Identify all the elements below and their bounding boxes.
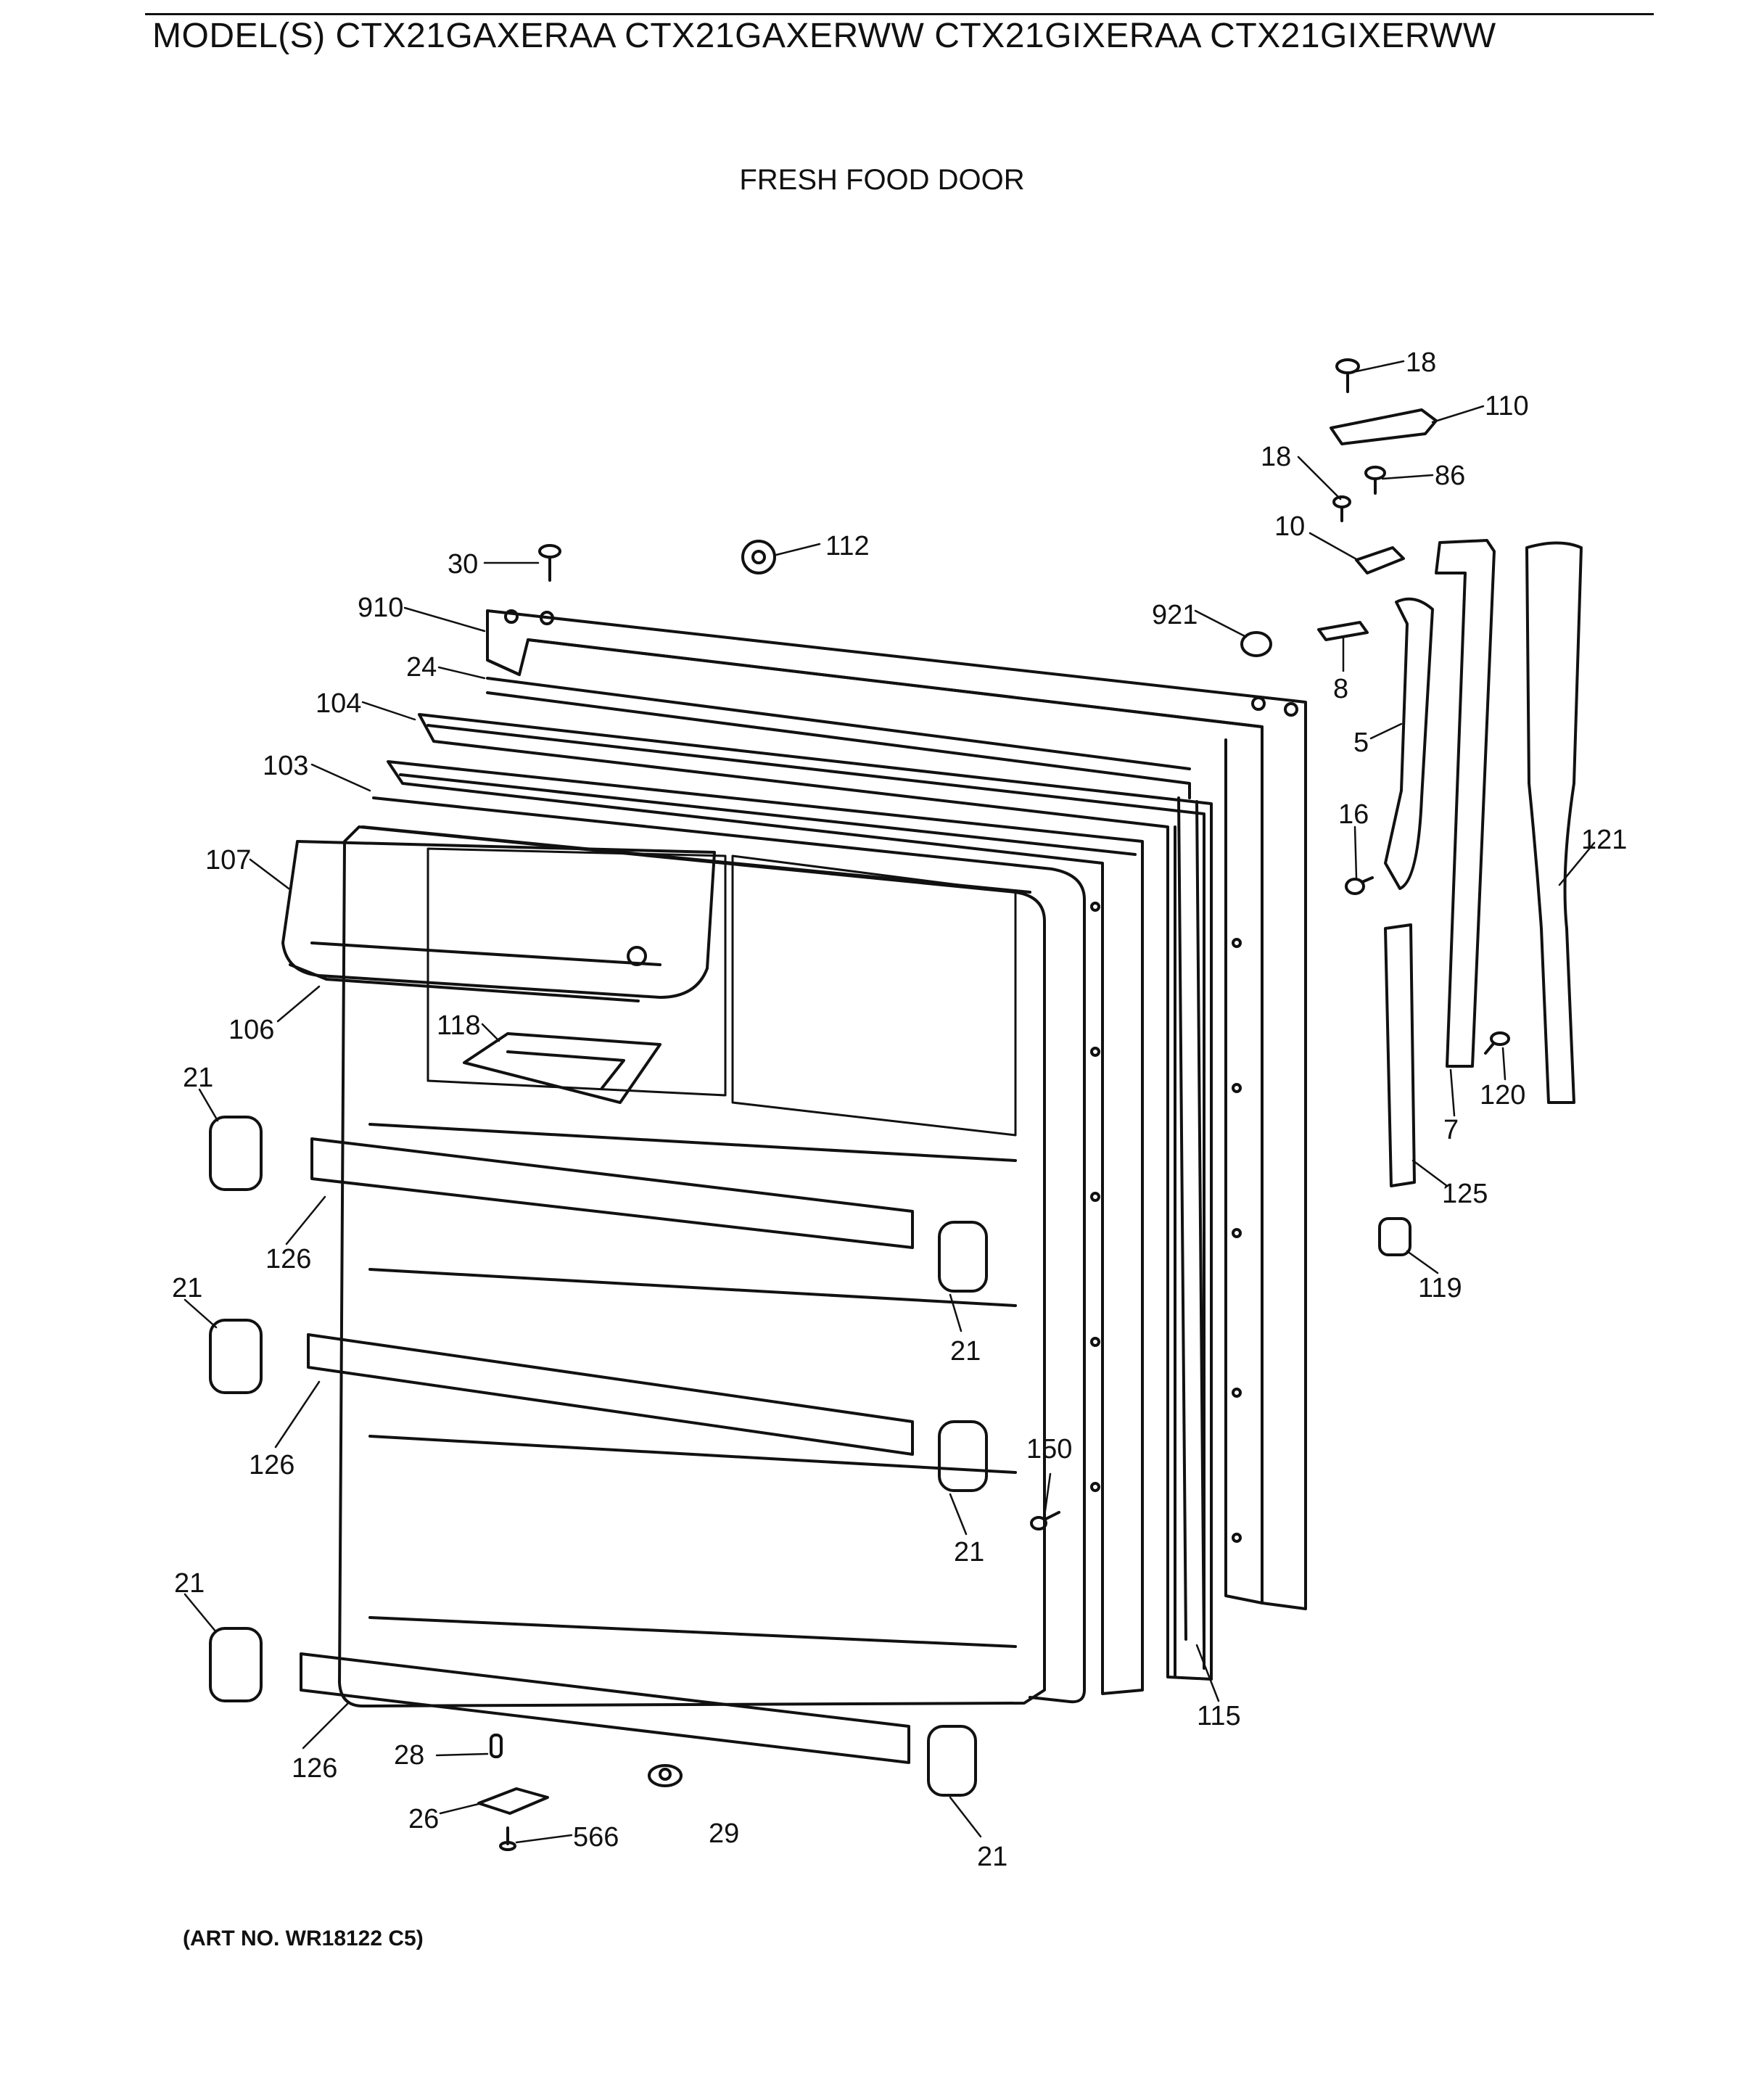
- callout-126-b: 126: [249, 1450, 294, 1480]
- callout-24: 24: [406, 652, 437, 683]
- callout-86: 86: [1435, 461, 1465, 491]
- callout-21-e: 21: [174, 1568, 205, 1599]
- plug-921: [1240, 631, 1272, 657]
- screw-18-top: [1335, 358, 1360, 393]
- callout-120: 120: [1480, 1080, 1525, 1111]
- callout-5: 5: [1353, 728, 1369, 758]
- callout-21-b: 21: [950, 1336, 981, 1367]
- door-liner: [338, 796, 1242, 1707]
- hinge-bracket-10: [1355, 546, 1405, 574]
- callout-18-mid: 18: [1261, 442, 1291, 472]
- callout-126-a: 126: [265, 1244, 311, 1274]
- callout-112: 112: [825, 531, 870, 561]
- callout-115: 115: [1197, 1701, 1241, 1731]
- callout-150: 150: [1026, 1434, 1072, 1464]
- callout-110: 110: [1485, 391, 1529, 421]
- callout-29: 29: [709, 1818, 739, 1849]
- section-title: FRESH FOOD DOOR: [739, 164, 1025, 196]
- callout-125: 125: [1442, 1179, 1488, 1209]
- callout-21-f: 21: [977, 1842, 1007, 1872]
- hinge-pin-8: [1317, 621, 1369, 641]
- handle-cap-110: [1330, 408, 1438, 445]
- callout-910: 910: [358, 593, 403, 623]
- door-frame-103: [387, 760, 1144, 1695]
- screw-566: [499, 1826, 516, 1851]
- callout-18-top: 18: [1406, 347, 1436, 378]
- callout-numbers: 18 110 18 86 10 30 112 910 921 24 8 104 …: [172, 347, 1627, 1872]
- foot-29: [648, 1764, 683, 1787]
- screw-18-mid: [1332, 495, 1351, 522]
- handle-121: [1525, 541, 1583, 1104]
- callout-16: 16: [1338, 799, 1369, 830]
- handle-trim-7: [1435, 539, 1496, 1068]
- callout-21-c: 21: [172, 1273, 202, 1303]
- callout-566: 566: [573, 1822, 619, 1853]
- art-number: (ART NO. WR18122 C5): [183, 1927, 424, 1950]
- pin-28: [490, 1734, 503, 1758]
- callout-921: 921: [1152, 600, 1198, 630]
- plug-112: [741, 540, 776, 574]
- callout-21-a: 21: [183, 1063, 213, 1093]
- door-shelves-126: [300, 1137, 914, 1764]
- screw-30: [538, 544, 561, 582]
- plate-26: [477, 1787, 549, 1815]
- butter-tray-118: [463, 1032, 662, 1104]
- screw-150: [1030, 1511, 1060, 1530]
- callout-28: 28: [394, 1740, 424, 1771]
- model-title: MODEL(S) CTX21GAXERAA CTX21GAXERWW CTX21…: [152, 17, 1496, 55]
- callout-118: 118: [437, 1010, 481, 1041]
- screw-86: [1364, 466, 1386, 495]
- callout-126-c: 126: [292, 1753, 337, 1784]
- callout-103: 103: [263, 751, 308, 781]
- seal-strip-115: [1177, 796, 1205, 1648]
- door-breaker-strip-24: [486, 677, 1191, 799]
- callout-121: 121: [1581, 825, 1627, 855]
- callout-107: 107: [205, 845, 251, 875]
- handle-end-119: [1378, 1217, 1411, 1256]
- callout-21-d: 21: [954, 1537, 984, 1567]
- callout-30: 30: [448, 549, 478, 580]
- leader-lines: [184, 360, 1596, 1844]
- handle-channel-125: [1384, 923, 1416, 1187]
- callout-8: 8: [1333, 674, 1348, 704]
- door-gasket-104: [418, 713, 1213, 1681]
- callout-7: 7: [1443, 1115, 1459, 1145]
- screw-16: [1345, 876, 1374, 895]
- callout-10: 10: [1274, 511, 1305, 542]
- dairy-compartment-107: [281, 840, 716, 999]
- dairy-door-106: [289, 963, 640, 1002]
- shelf-end-caps-21: [209, 1116, 988, 1797]
- callout-119: 119: [1418, 1273, 1462, 1303]
- callout-26: 26: [408, 1804, 439, 1834]
- header-rule: [145, 13, 1654, 15]
- screw-120: [1484, 1031, 1510, 1055]
- callout-106: 106: [228, 1015, 274, 1045]
- handle-5: [1384, 597, 1434, 890]
- door-outer-panel-910: [486, 609, 1307, 1610]
- callout-104: 104: [316, 688, 361, 719]
